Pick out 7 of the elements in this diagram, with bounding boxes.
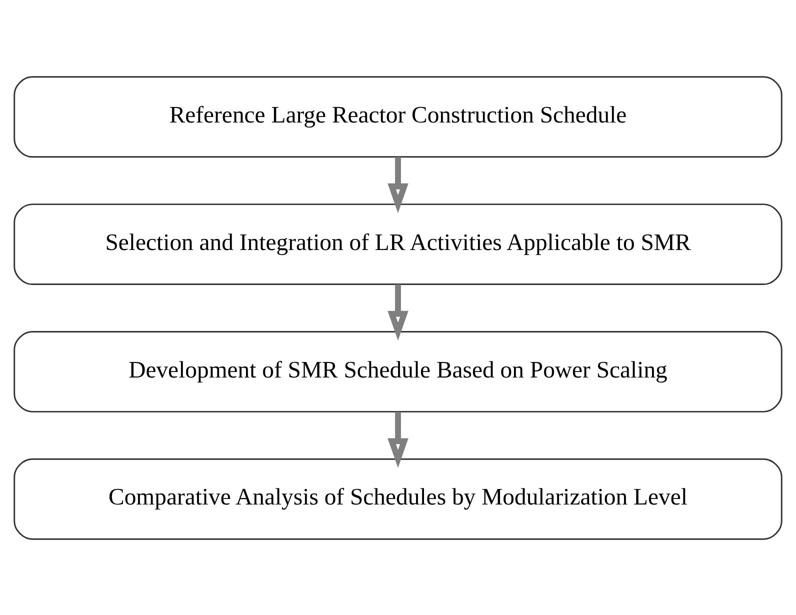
node-box: Comparative Analysis of Schedules by Modularization Level xyxy=(14,458,782,540)
node-box: Development of SMR Schedule Based on Power Scaling xyxy=(14,330,782,412)
node-box: Reference Large Reactor Construction Schedule xyxy=(14,76,782,158)
arrow xyxy=(388,284,408,340)
arrow xyxy=(388,156,408,213)
node-box: Selection and Integration of LR Activities Applicable to SMR xyxy=(14,203,782,285)
arrow xyxy=(388,411,408,468)
